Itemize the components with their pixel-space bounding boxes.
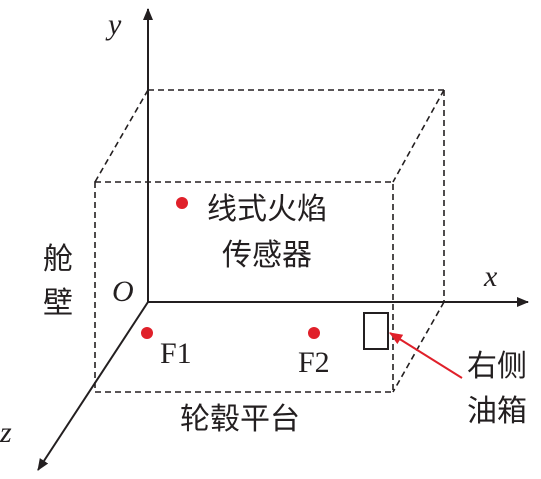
oil-tank-label-line1: 右侧 [467, 349, 527, 384]
wall-label-char1: 舱 [43, 242, 73, 277]
box-back-face [148, 89, 445, 302]
y-axis-label: y [105, 8, 122, 41]
f1-marker [141, 327, 153, 339]
f1-label: F1 [160, 337, 192, 370]
oil-tank-pointer-arrow [389, 332, 463, 379]
wall-label-char2: 壁 [43, 286, 73, 321]
f2-label: F2 [298, 346, 330, 379]
sensor-label-line1: 线式火焰 [207, 192, 327, 227]
x-axis-label: x [483, 260, 498, 293]
platform-label: 轮毂平台 [180, 402, 300, 437]
oil-tank-box [363, 312, 389, 350]
box-depth-edges [94, 89, 445, 393]
oil-tank-label-line2: 油箱 [467, 394, 527, 429]
z-axis-label: z [0, 416, 12, 449]
f2-marker [308, 327, 320, 339]
box-front-face [94, 181, 394, 393]
z-axis [37, 301, 149, 471]
sensor-label-line2: 传感器 [222, 238, 312, 273]
origin-label: O [112, 275, 134, 308]
sensor-marker [176, 197, 188, 209]
